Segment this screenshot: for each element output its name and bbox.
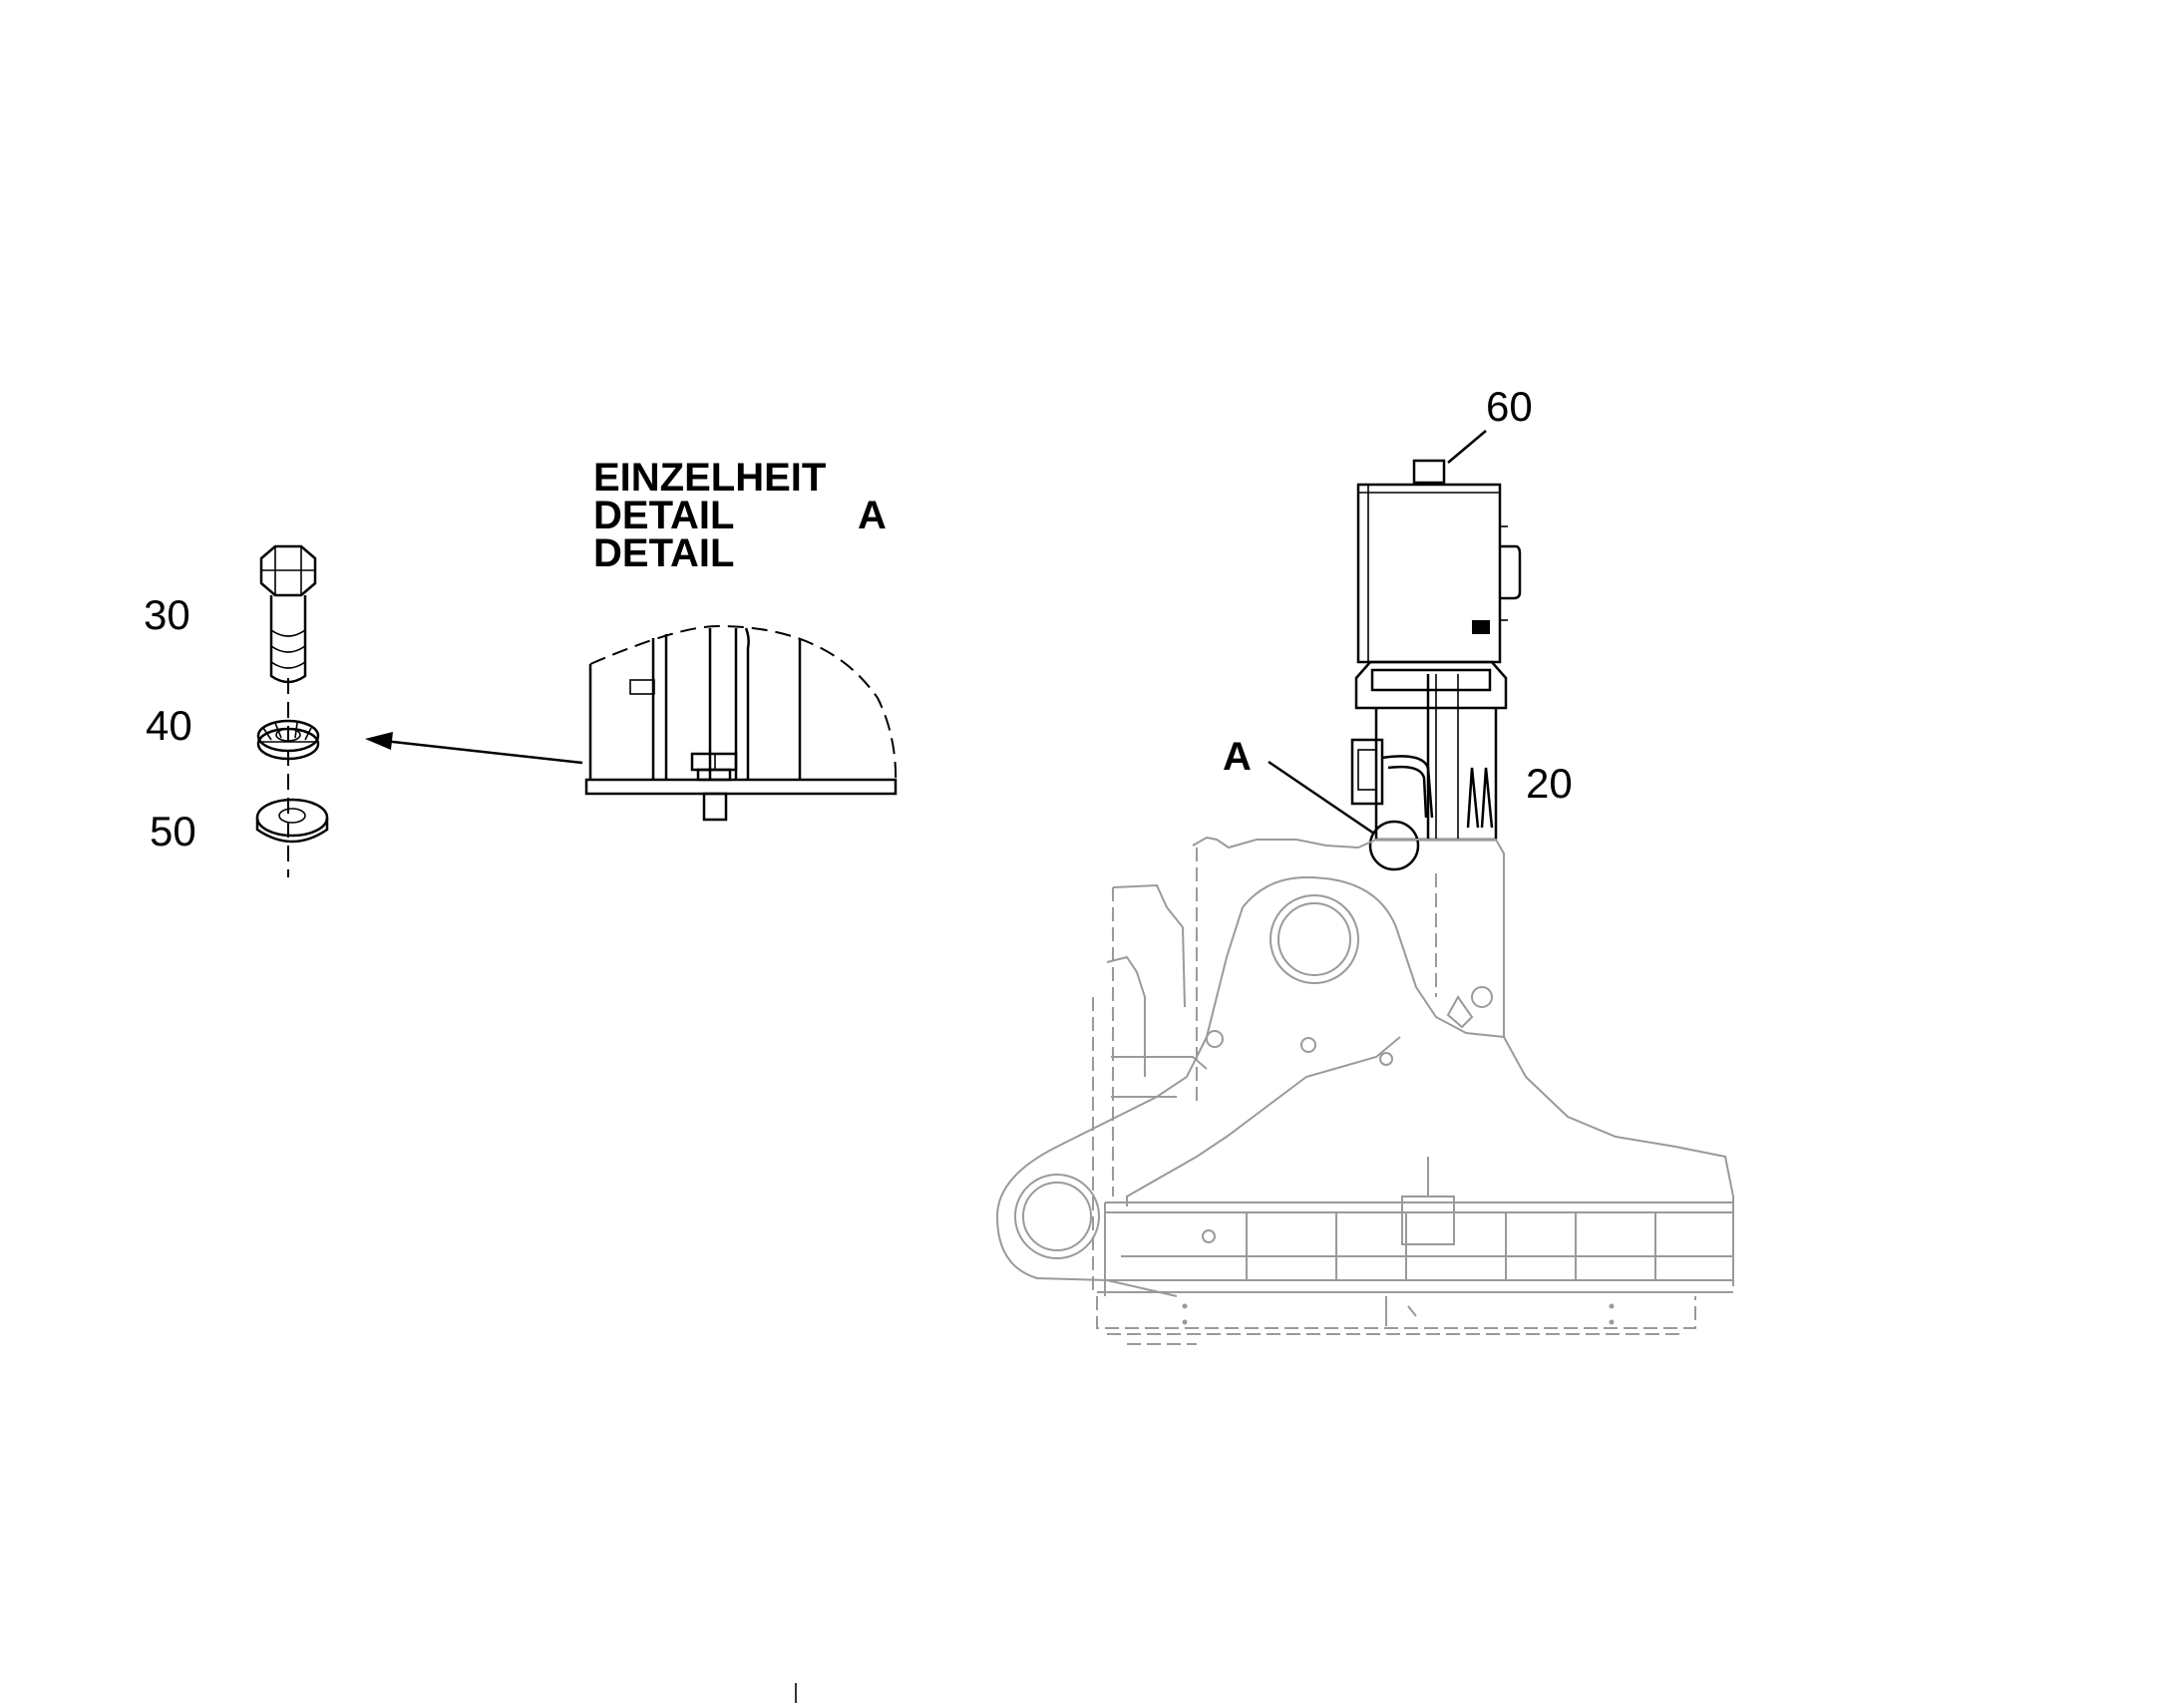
callout-a: A <box>1223 735 1252 779</box>
callout-40: 40 <box>146 702 192 749</box>
fastener-stack: 30 40 50 <box>144 544 329 877</box>
callout-60: 60 <box>1486 383 1533 430</box>
callout-60-leader <box>1447 430 1487 464</box>
detail-a-marker: A <box>1223 735 1420 871</box>
callout-20: 20 <box>1526 760 1573 807</box>
top-cap-60-part <box>1412 459 1446 485</box>
detail-leader-arrowhead <box>365 732 393 750</box>
detail-heading-line1: EINZELHEIT <box>593 456 826 500</box>
detail-boundary <box>589 624 898 789</box>
callout-50: 50 <box>150 808 196 854</box>
detail-heading: EINZELHEIT DETAIL DETAIL A <box>593 456 887 575</box>
detail-leader-line <box>383 739 583 765</box>
detail-bolt <box>690 752 738 822</box>
detail-heading-line3: DETAIL <box>593 531 734 575</box>
detail-base-plate <box>584 778 898 796</box>
main-assembly: 60 20 <box>995 383 1734 1345</box>
callout-30: 30 <box>144 591 190 638</box>
detail-heading-line2: DETAIL <box>593 494 734 537</box>
top-box <box>1356 483 1522 664</box>
lock-washer-40-part <box>256 719 320 761</box>
bolt-30-part <box>259 544 317 684</box>
washer-50-part <box>255 798 329 844</box>
machine-frame <box>995 836 1734 1345</box>
detail-heading-letter: A <box>858 494 887 537</box>
column-20-part: 20 <box>1350 660 1573 842</box>
detail-a-view <box>365 624 898 822</box>
